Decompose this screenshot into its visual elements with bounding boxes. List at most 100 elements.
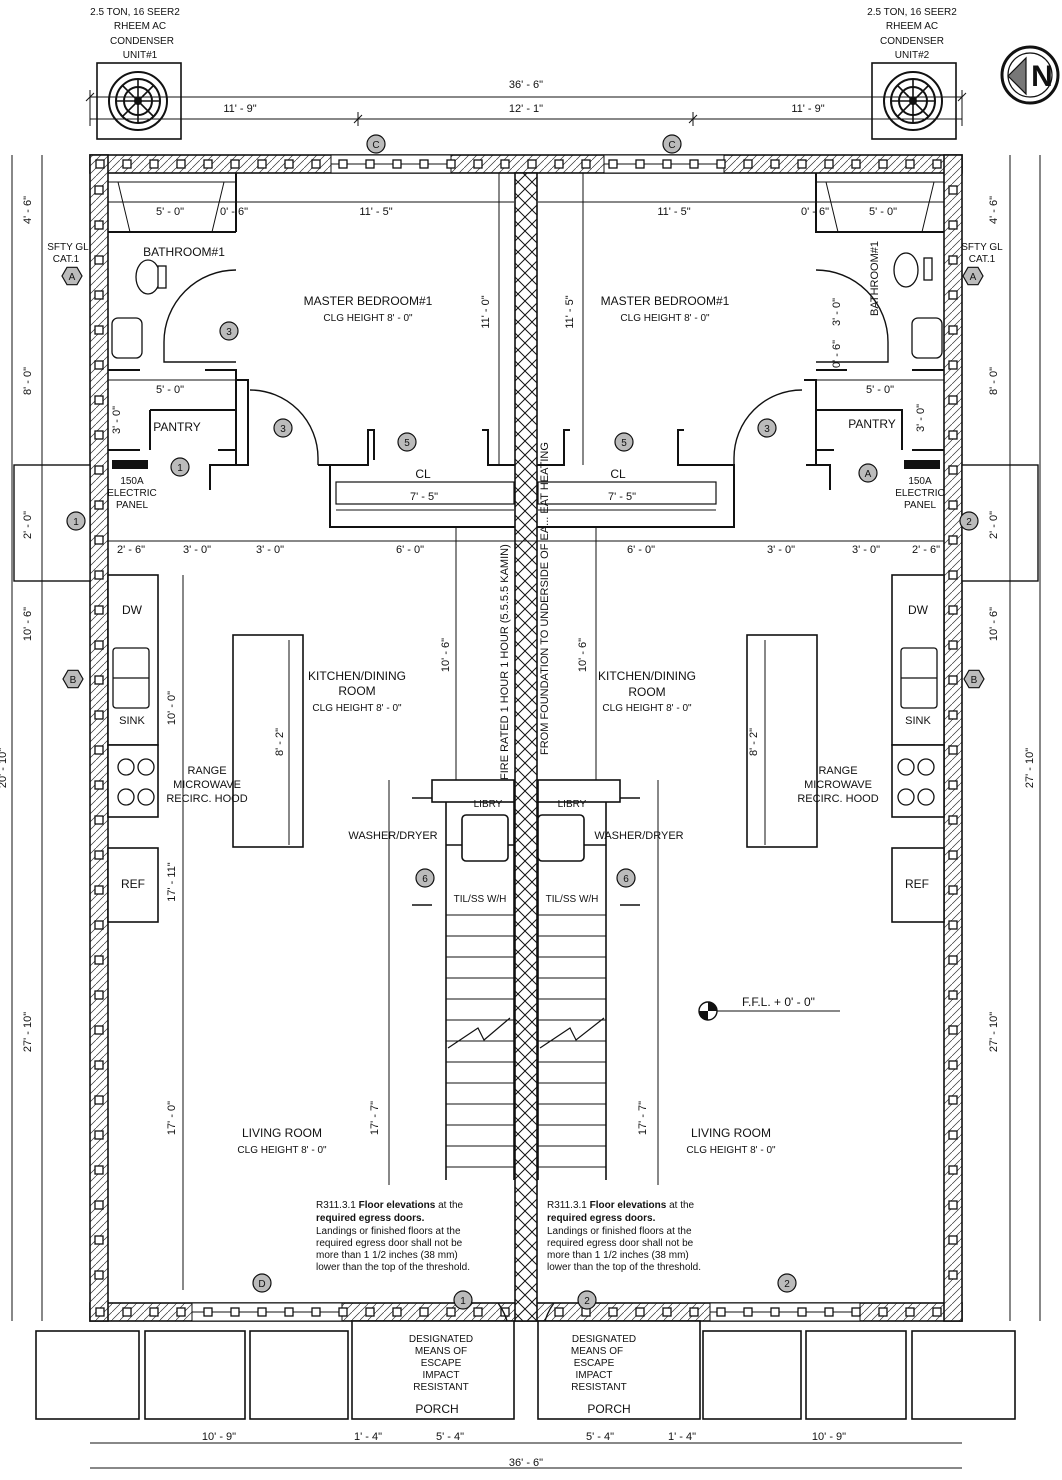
tag-a-left-label: A [69, 272, 76, 283]
dim-bot-b: 1' - 4" [354, 1431, 382, 1443]
tag-6-left: 6 [415, 868, 435, 888]
wall-stud [948, 1270, 958, 1280]
wall-stud [662, 1307, 672, 1317]
elevation-marker-icon [698, 1001, 718, 1021]
wall-stud [554, 1307, 564, 1317]
wall-stud [94, 640, 104, 650]
tag-c-right-label: C [668, 140, 675, 151]
wall-stud [608, 1307, 618, 1317]
tag-5-right-marker-icon [614, 432, 634, 452]
wall-stud [851, 1307, 861, 1317]
tag-2-living: 2 [777, 1273, 797, 1293]
wall-stud [948, 745, 958, 755]
egress-note-right-tail: at the [666, 1200, 694, 1211]
dim-right-b: 8' - 0" [988, 367, 1000, 395]
dim-bot-c: 5' - 4" [436, 1431, 464, 1443]
tag-a-panel-right-label: A [865, 469, 872, 480]
escape-right-3: ESCAPE [574, 1358, 615, 1369]
wall-stud [94, 815, 104, 825]
wall-stud [905, 159, 915, 169]
wall-stud [311, 159, 321, 169]
wall-stud [948, 1235, 958, 1245]
tag-d-living-label: D [258, 1279, 265, 1290]
condenser-2-type: CONDENSER [880, 36, 944, 47]
tag-5-right-label: 5 [621, 438, 627, 449]
appl-range-right-3: RECIRC. HOOD [797, 793, 878, 805]
wall-stud [662, 159, 672, 169]
tag-c-left: C [366, 134, 386, 154]
libry-left: LIBRY [474, 799, 503, 810]
wall-stud [94, 745, 104, 755]
wall-stud [392, 159, 402, 169]
wall-stud [716, 159, 726, 169]
tag-3-pantry-left-marker-icon [273, 418, 293, 438]
wall-stud [94, 290, 104, 300]
room-pantry-right: PANTRY [848, 417, 896, 431]
tag-2-door: 2 [577, 1290, 597, 1310]
dim-bot-d: 5' - 4" [586, 1431, 614, 1443]
tag-3-bath-left-marker-icon [219, 321, 239, 341]
wall-stud [446, 1307, 456, 1317]
dim-right-overall: 27' - 10" [1024, 748, 1036, 788]
wall-stud [95, 159, 105, 169]
tag-b-right-label: B [971, 675, 978, 686]
wall-stud [743, 1307, 753, 1317]
tag-1-door-marker-icon [453, 1290, 473, 1310]
egress-note-right-5: more than 1 1/2 inches (38 mm) [547, 1250, 689, 1261]
tag-3-pantry-left-label: 3 [280, 424, 286, 435]
wall-stud [176, 159, 186, 169]
dim-bot-f: 10' - 9" [812, 1431, 846, 1443]
wall-stud [94, 920, 104, 930]
egress-note-left-1: R311.3.1 Floor elevations at the [316, 1200, 464, 1211]
dim-pantry-w-left: 5' - 0" [156, 384, 184, 396]
tag-5-left-marker-icon [397, 432, 417, 452]
room-closet-right: CL [610, 467, 626, 481]
sfty-left-1: SFTY GL [47, 242, 89, 253]
wall-stud [716, 1307, 726, 1317]
wall-stud [94, 430, 104, 440]
egress-note-left-3: Landings or finished floors at the [316, 1226, 461, 1237]
tag-6-left-marker-icon [415, 868, 435, 888]
room-master-left-clg: CLG HEIGHT 8' - 0" [323, 313, 413, 324]
sfty-left-2: CAT.1 [53, 254, 80, 265]
wall-stud [94, 1025, 104, 1035]
condenser-1-unit: UNIT#1 [123, 50, 158, 61]
escape-right-4: IMPACT [575, 1370, 612, 1381]
tag-a-right: A [962, 266, 984, 286]
party-wall-note-left: FIRE RATED 1 HOUR 1 HOUR (5.5.5.5 KAMIN) [499, 544, 511, 780]
tag-6-right: 6 [616, 868, 636, 888]
egress-note-left-2: required egress doors. [316, 1213, 425, 1224]
panel-left-name: PANEL [116, 500, 148, 511]
tag-c-right: C [662, 134, 682, 154]
wall-stud [230, 159, 240, 169]
room-living-right: LIVING ROOM [691, 1126, 771, 1140]
egress-note-left-bold: Floor elevations [359, 1200, 436, 1211]
wall-stud [94, 710, 104, 720]
appl-ref-left: REF [121, 877, 145, 891]
dim-bed-h-left: 11' - 0" [480, 295, 492, 328]
escape-right-2: MEANS OF [571, 1346, 623, 1357]
wall-stud [770, 1307, 780, 1317]
tag-3-bath-left-label: 3 [226, 327, 232, 338]
wall-stud [635, 1307, 645, 1317]
wall-stud [824, 159, 834, 169]
wall-stud [203, 1307, 213, 1317]
dim-left-d: 10' - 6" [22, 607, 34, 641]
wall-stud [581, 159, 591, 169]
wall-stud [94, 395, 104, 405]
egress-note-right-6: lower than the top of the threshold. [547, 1262, 701, 1273]
dim-right-a: 4' - 6" [988, 196, 1000, 224]
wall-stud [878, 159, 888, 169]
dim-bed-e: 0' - 6" [801, 206, 829, 218]
wall-stud [122, 159, 132, 169]
wall-stud [948, 290, 958, 300]
wall-stud [94, 990, 104, 1000]
dim-row-b: 3' - 0" [183, 544, 211, 556]
dim-row-c: 3' - 0" [256, 544, 284, 556]
appl-dw-right: DW [908, 603, 929, 617]
wall-stud [635, 159, 645, 169]
dim-bath-small-right: 3' - 0" [831, 298, 843, 326]
dim-kit-h-right: 10' - 6" [577, 638, 589, 672]
dim-live-mid-left: 17' - 7" [369, 1101, 381, 1135]
wall-stud [94, 570, 104, 580]
